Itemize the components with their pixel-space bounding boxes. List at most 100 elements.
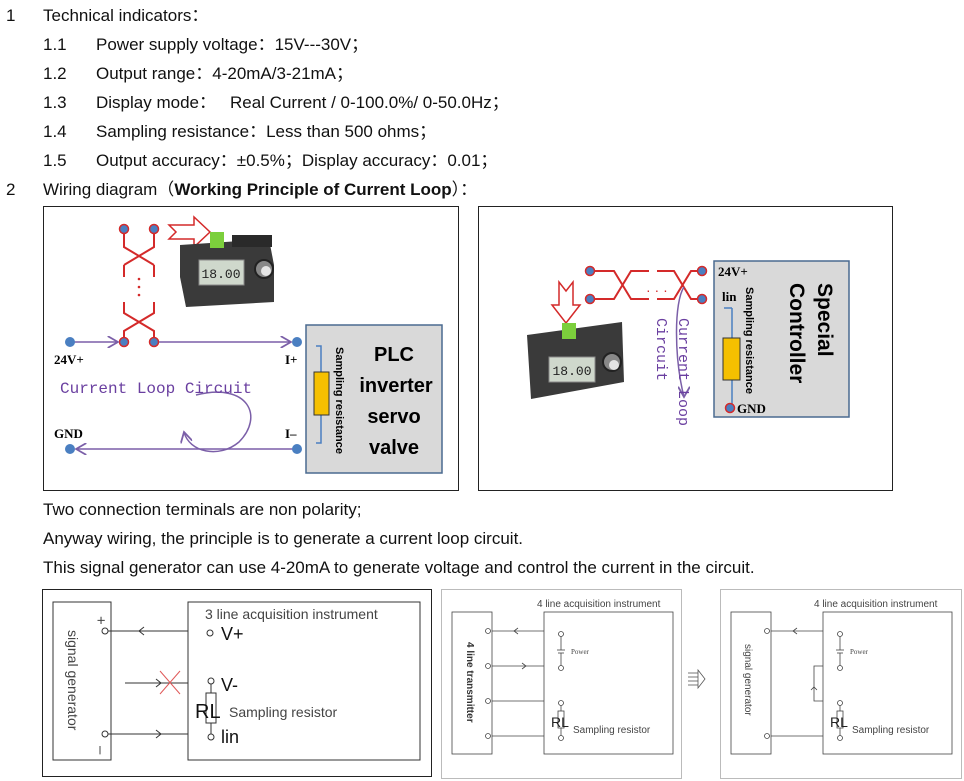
- blue-terminals: [65, 337, 302, 454]
- label-24v: 24V+: [54, 352, 84, 367]
- plus-label: +: [92, 616, 109, 625]
- green-terminal: [210, 232, 224, 248]
- spec-label: Output range：: [96, 64, 213, 83]
- resistor-label: Sampling resistance: [743, 287, 755, 394]
- instrument-box: [543, 611, 674, 755]
- loop-label: Current Loop: [674, 318, 691, 426]
- spec-number: 1.2: [43, 64, 67, 83]
- green-terminal: [562, 323, 576, 339]
- label-gnd: GND: [737, 401, 766, 416]
- spec-item: Power supply voltage：15V---30V；: [96, 35, 368, 55]
- spec-item: Output range：4-20mA/3-21mA；: [96, 64, 353, 84]
- wiring-diagram-left: 18.00 24V+ GND I+ I– Current Loop Circui…: [43, 206, 459, 491]
- device-line: PLC: [374, 344, 414, 366]
- spec-number: 1.5: [43, 151, 67, 170]
- power-label: Power: [571, 648, 590, 656]
- loop-label: Current Loop Circuit: [60, 380, 252, 398]
- spec-value: 4-20mA/3-21mA；: [212, 64, 354, 83]
- spec-number: 1.1: [43, 35, 67, 54]
- spec-value: ±0.5%；Display accuracy：0.01；: [236, 151, 498, 170]
- resistor-label: Sampling resistor: [573, 725, 651, 736]
- section-title: Technical indicators：: [43, 6, 209, 25]
- rl-label: RL: [551, 714, 569, 730]
- transform-arrow-icon: [688, 668, 706, 690]
- red-hollow-arrow: [550, 279, 582, 325]
- gnd-terminal: [724, 402, 736, 414]
- loop-arrow: [184, 391, 252, 453]
- power-label: Power: [850, 648, 869, 656]
- rl-label: RL: [830, 714, 848, 730]
- title-prefix: Wiring diagram（: [43, 180, 175, 199]
- display-reading: 18.00: [201, 267, 240, 282]
- spec-label: Display mode：: [96, 93, 216, 112]
- instrument-title: 3 line acquisition instrument: [205, 606, 378, 622]
- device-line: valve: [369, 437, 419, 459]
- wiring-diagram-right: · · · 18.00 Current Loop Circuit 24V+ li…: [478, 206, 893, 491]
- minus-label: –: [92, 746, 109, 755]
- note-line: Anyway wiring, the principle is to gener…: [43, 529, 524, 548]
- device-line: Controller: [785, 283, 808, 383]
- label-lin: lin: [722, 289, 737, 304]
- red-crossed-wires: [123, 229, 155, 341]
- v-minus-label: V-: [221, 675, 238, 695]
- red-terminals: [584, 265, 708, 305]
- four-line-generator-diagram: 4 line acquisition instrument signal gen…: [720, 589, 962, 779]
- resistor-label: Sampling resistor: [229, 704, 337, 720]
- device-line: inverter: [359, 375, 433, 397]
- red-hollow-arrow: [167, 215, 212, 249]
- label-iplus: I+: [285, 352, 297, 367]
- cross-mark-icon: [159, 670, 181, 695]
- spec-label: Sampling resistance：: [96, 122, 267, 141]
- spec-item: Display mode： Real Current / 0-100.0%/ 0-…: [96, 93, 509, 113]
- source-label: signal generator: [742, 644, 753, 716]
- spec-number: 1.3: [43, 93, 67, 112]
- iin-label: lin: [221, 727, 239, 747]
- spec-item: Output accuracy：±0.5%；Display accuracy：0…: [96, 151, 497, 171]
- device-line: servo: [367, 406, 420, 428]
- spec-number: 1.4: [43, 122, 67, 141]
- signal-generator-box: [730, 611, 772, 755]
- signal-generator-device: [180, 232, 274, 307]
- instrument-box: [822, 611, 953, 755]
- rl-label: RL: [195, 701, 221, 723]
- section-number: 2: [6, 180, 16, 199]
- spec-value: Real Current / 0-100.0%/ 0-50.0Hz；: [230, 93, 509, 112]
- spec-label: Power supply voltage：: [96, 35, 275, 54]
- instrument-title: 4 line acquisition instrument: [814, 599, 938, 610]
- label-iminus: I–: [285, 426, 297, 441]
- instrument-title: 4 line acquisition instrument: [537, 599, 661, 610]
- resistor-label: Sampling resistor: [852, 725, 930, 736]
- title-bold: Working Principle of Current Loop: [174, 180, 452, 199]
- section-title: Wiring diagram（Working Principle of Curr…: [43, 180, 477, 200]
- note-line: Two connection terminals are non polarit…: [43, 500, 362, 519]
- red-crossed-wires: [590, 270, 699, 300]
- signal-generator-device: [527, 322, 624, 399]
- dots-ellipsis: [137, 277, 141, 297]
- spec-label: Output accuracy：: [96, 151, 237, 170]
- spec-value: Less than 500 ohms；: [266, 122, 437, 141]
- spec-value: 15V---30V；: [274, 35, 369, 54]
- three-line-diagram: signal generator + – 3 line acquisition …: [42, 589, 432, 777]
- section-number: 1: [6, 6, 16, 25]
- loop-label: Circuit: [652, 318, 669, 381]
- instrument-box: [187, 601, 421, 761]
- device-line: Special: [813, 283, 836, 357]
- note-line: This signal generator can use 4-20mA to …: [43, 558, 755, 577]
- v-plus-label: V+: [221, 624, 244, 644]
- source-label: signal generator: [65, 630, 81, 731]
- dots-ellipsis: · · ·: [646, 282, 668, 298]
- title-suffix: ）：: [451, 180, 478, 199]
- label-24v: 24V+: [718, 264, 748, 279]
- sampling-resistor: [313, 371, 330, 416]
- source-label: 4 line transmitter: [464, 642, 475, 723]
- resistor-label: Sampling resistance: [333, 347, 345, 454]
- sampling-resistor: [722, 337, 741, 381]
- four-line-transmitter-diagram: 4 line acquisition instrument 4 line tra…: [441, 589, 682, 779]
- transmitter-box: [451, 611, 493, 755]
- loop-arrow: [675, 286, 685, 397]
- red-terminals: [118, 223, 160, 348]
- signal-generator-box: [52, 601, 112, 761]
- display-reading: 18.00: [552, 364, 591, 379]
- label-gnd: GND: [54, 426, 83, 441]
- spec-item: Sampling resistance：Less than 500 ohms；: [96, 122, 436, 142]
